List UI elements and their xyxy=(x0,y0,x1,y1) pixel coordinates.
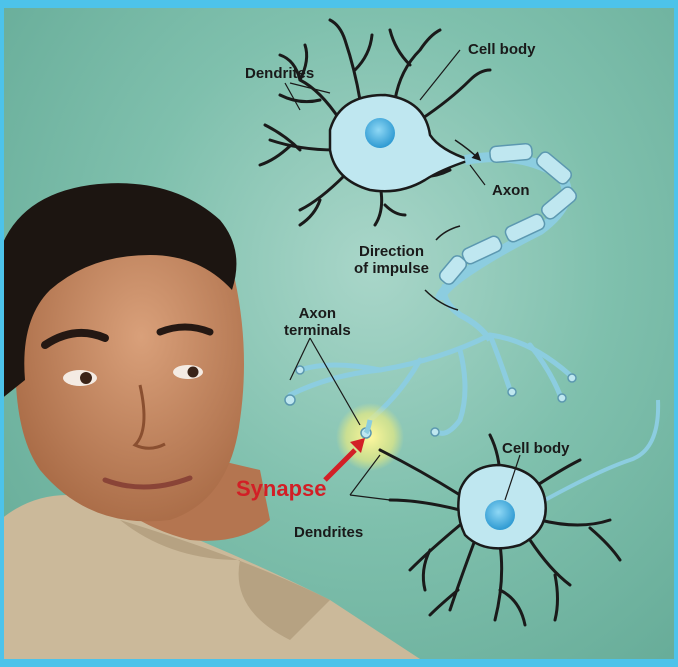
frame-left-border xyxy=(0,0,4,667)
label-synapse: Synapse xyxy=(236,476,327,502)
frame-right-border xyxy=(674,0,678,667)
label-direction-line2: of impulse xyxy=(354,260,429,277)
right-iris xyxy=(188,367,199,378)
terminal-bulbs xyxy=(285,366,576,436)
label-cell-body-bottom: Cell body xyxy=(502,440,570,457)
top-cell-body xyxy=(330,95,470,191)
axon-terminals xyxy=(290,335,570,433)
axon xyxy=(437,143,578,340)
left-iris xyxy=(80,372,92,384)
label-direction-of-impulse: Direction of impulse xyxy=(354,243,429,277)
label-dendrites-bottom: Dendrites xyxy=(294,524,363,541)
label-axon-terminals: Axon terminals xyxy=(284,305,351,339)
frame-bottom-border xyxy=(0,659,678,667)
label-cell-body-top: Cell body xyxy=(468,41,536,58)
top-nucleus xyxy=(365,118,395,148)
frame-top-border xyxy=(0,0,678,8)
label-dendrites-top: Dendrites xyxy=(245,65,314,82)
label-axon-terminals-line2: terminals xyxy=(284,322,351,339)
label-axon-terminals-line1: Axon xyxy=(284,305,351,322)
label-direction-line1: Direction xyxy=(354,243,429,260)
bottom-nucleus xyxy=(485,500,515,530)
label-axon: Axon xyxy=(492,182,530,199)
synapse-arrow xyxy=(325,450,355,480)
